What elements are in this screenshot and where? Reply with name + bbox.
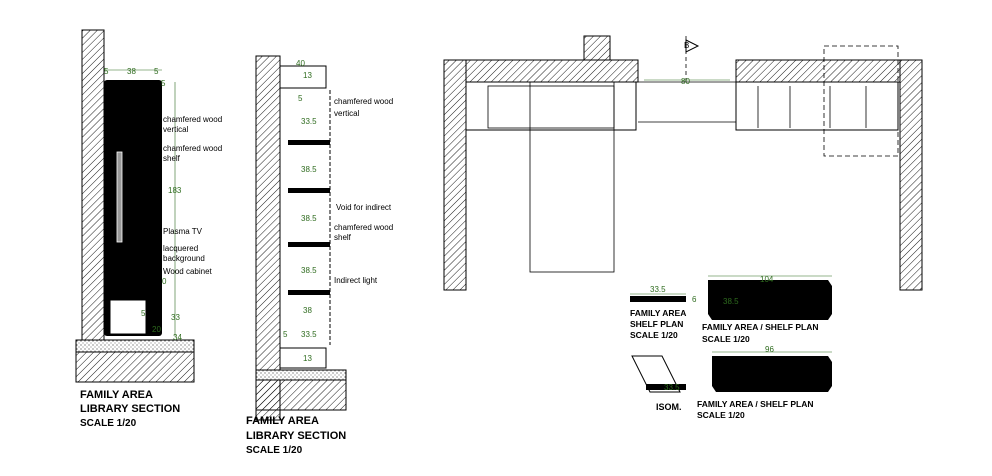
middle-library-section: 40 13 5 33.5 38.5 38.5 38.5 38 5 33.5 13… bbox=[246, 55, 393, 456]
caption-line: SCALE 1/20 bbox=[697, 410, 745, 420]
shelf-plan-c bbox=[712, 356, 832, 392]
shelf bbox=[288, 290, 330, 295]
annotation: shelf bbox=[334, 233, 352, 242]
dim-label: 5 bbox=[283, 330, 288, 339]
plan-right-wall bbox=[899, 59, 923, 291]
floor-base-hatch bbox=[255, 379, 347, 411]
plasma-tv-side bbox=[116, 151, 123, 243]
dim-label: 13 bbox=[303, 354, 312, 363]
dim-label: 0 bbox=[162, 277, 167, 286]
annotation: Indirect light bbox=[334, 276, 378, 285]
shelf bbox=[288, 188, 330, 193]
dim-label: 96 bbox=[765, 345, 774, 354]
dim-label: 80 bbox=[681, 77, 690, 86]
sofa-outline bbox=[529, 81, 615, 273]
dim-label: 38.5 bbox=[301, 266, 317, 275]
dim-label: 33.5 bbox=[650, 285, 666, 294]
caption-line: LIBRARY SECTION bbox=[80, 403, 180, 415]
dim-label: 5 bbox=[141, 309, 146, 318]
left-wall-hatch bbox=[81, 29, 105, 341]
dim-label: 5 bbox=[104, 67, 109, 76]
annotation: vertical bbox=[163, 125, 189, 134]
plan-column bbox=[583, 35, 611, 61]
shelf bbox=[288, 140, 330, 145]
dim-label: 40 bbox=[296, 59, 305, 68]
dim-label: 38.5 bbox=[723, 297, 739, 306]
dim-label: 104 bbox=[760, 275, 774, 284]
dim-label: 38 bbox=[127, 67, 136, 76]
caption-line: SCALE 1/20 bbox=[702, 334, 750, 344]
plan-top-wall-left bbox=[465, 59, 639, 83]
annotation: chamfered wood bbox=[334, 223, 393, 232]
dim-label: 33 bbox=[171, 313, 180, 322]
isometric-shelf-edge bbox=[646, 384, 686, 390]
dim-label: 34 bbox=[173, 333, 182, 342]
annotation: Plasma TV bbox=[163, 227, 203, 236]
dim-label: 38.5 bbox=[301, 165, 317, 174]
caption-line: FAMILY AREA / SHELF PLAN bbox=[702, 322, 819, 332]
caption-line: FAMILY AREA bbox=[80, 389, 153, 401]
dim-label: 5 bbox=[161, 79, 166, 88]
bottom-shelf bbox=[279, 347, 327, 369]
annotation: background bbox=[163, 254, 205, 263]
left-shelving-inner bbox=[487, 85, 615, 129]
annotation: chamfered wood bbox=[163, 144, 222, 153]
right-shelving-unit bbox=[735, 81, 899, 131]
annotation: chamfered wood bbox=[334, 97, 393, 106]
caption-line: SHELF PLAN bbox=[630, 319, 683, 329]
caption-line: LIBRARY SECTION bbox=[246, 430, 346, 442]
annotation: shelf bbox=[163, 154, 181, 163]
isometric-shelf-top bbox=[631, 355, 681, 393]
annotation: chamfered wood bbox=[163, 115, 222, 124]
shelf-small-section bbox=[630, 296, 686, 302]
dim-label: 38.5 bbox=[301, 214, 317, 223]
caption-line: SCALE 1/20 bbox=[630, 330, 678, 340]
shelf-details: 33.5 6 FAMILY AREA SHELF PLAN SCALE 1/20… bbox=[630, 275, 832, 420]
caption-line: SCALE 1/20 bbox=[80, 418, 137, 429]
tv-wood-cabinet bbox=[104, 80, 162, 336]
left-library-section: 5 38 5 5 183 0 33 20 5 34 chamfered wood… bbox=[75, 29, 222, 429]
plan-top-wall-right bbox=[735, 59, 901, 83]
caption-line: FAMILY AREA bbox=[630, 308, 686, 318]
dim-label: 13 bbox=[303, 71, 312, 80]
shelf-plan-b bbox=[708, 280, 832, 320]
annotation: lacquered bbox=[163, 244, 198, 253]
caption-line: SCALE 1/20 bbox=[246, 445, 303, 456]
family-area-plan: B 80 bbox=[443, 35, 923, 291]
dim-label: 33.5 bbox=[664, 383, 680, 392]
plan-left-wall bbox=[443, 59, 467, 291]
dim-label: 5 bbox=[298, 94, 303, 103]
dim-label: 5 bbox=[154, 67, 159, 76]
annotation: Wood cabinet bbox=[163, 267, 213, 276]
section-mark-arrow bbox=[685, 39, 700, 53]
dashed-column-outline bbox=[823, 45, 899, 157]
section-mark: B bbox=[684, 41, 689, 50]
dim-label: 6 bbox=[692, 295, 697, 304]
dim-label: 38 bbox=[303, 306, 312, 315]
middle-wall-hatch bbox=[255, 55, 281, 421]
floor-slab bbox=[255, 369, 347, 381]
dim-label: 20 bbox=[152, 325, 161, 334]
top-shelf bbox=[279, 65, 327, 89]
lower-cabinet-opening bbox=[109, 299, 147, 335]
annotation: vertical bbox=[334, 109, 360, 118]
dim-label: 183 bbox=[168, 186, 182, 195]
caption-line: FAMILY AREA bbox=[246, 415, 319, 427]
annotation: Void for indirect bbox=[336, 203, 392, 212]
left-shelving-unit bbox=[465, 81, 637, 131]
dim-label: 33.5 bbox=[301, 330, 317, 339]
floor-base-hatch bbox=[75, 351, 195, 383]
dim-label: 33.5 bbox=[301, 117, 317, 126]
shelf bbox=[288, 242, 330, 247]
caption-line: ISOM. bbox=[656, 402, 682, 412]
caption-line: FAMILY AREA / SHELF PLAN bbox=[697, 399, 814, 409]
